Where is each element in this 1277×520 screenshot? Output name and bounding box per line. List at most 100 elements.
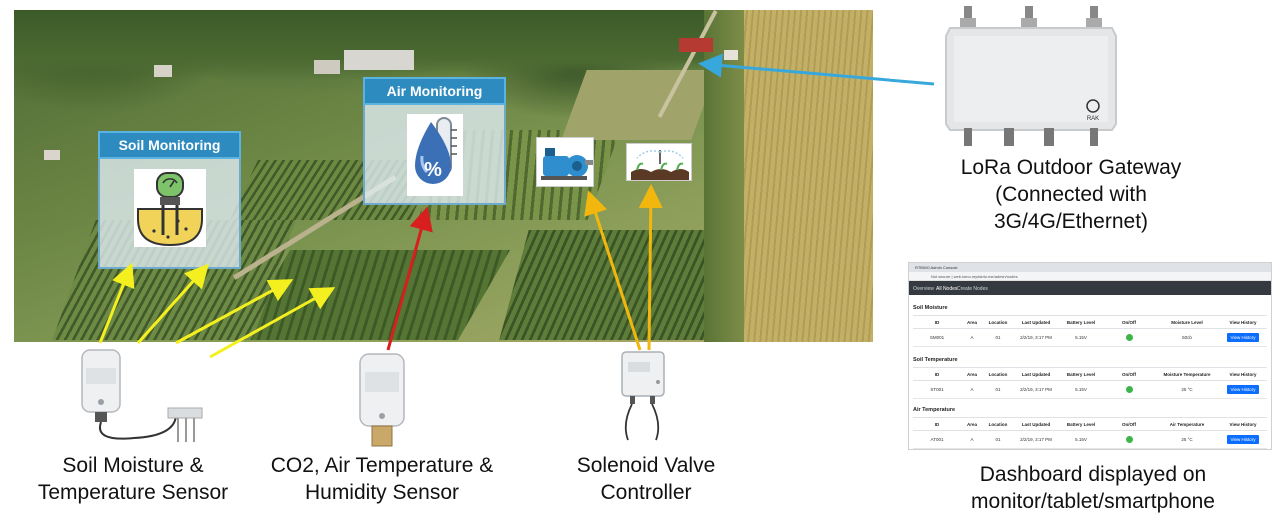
col-header: On/Off <box>1103 417 1155 431</box>
cell: 01 <box>983 328 1013 347</box>
browser-tab-bar: RTB000 Admin Console <box>909 263 1271 272</box>
dashboard-caption: Dashboard displayed on monitor/tablet/sm… <box>948 461 1238 515</box>
solenoid-controller-device-icon <box>612 348 672 446</box>
table-header-row: ID Area Location Last Updated Battery Le… <box>913 417 1267 431</box>
soil-sensor-caption: Soil Moisture & Temperature Sensor <box>20 452 246 506</box>
co2-sensor-caption-line-2: Humidity Sensor <box>304 481 460 504</box>
view-history-button[interactable]: View History <box>1226 333 1260 342</box>
aerial-farm-photo: Soil Monitoring Air Monitoring <box>14 10 873 342</box>
col-header: Area <box>961 367 983 381</box>
dashboard-caption-line-2: monitor/tablet/smartphone <box>971 490 1215 513</box>
browser-tab: RTB000 Admin Console <box>915 265 958 270</box>
cell: SM001 <box>913 328 961 347</box>
cell: 50cb <box>1155 328 1219 347</box>
gateway-caption-line-2: (Connected with <box>995 183 1147 206</box>
col-header: Location <box>983 417 1013 431</box>
data-table: ID Area Location Last Updated Battery Le… <box>913 315 1267 347</box>
lora-gateway-device-icon: RAK <box>940 6 1120 152</box>
browser-url: Not secure | web.iomo.mydsbto.me/admin/n… <box>931 274 1018 279</box>
on-indicator-icon[interactable] <box>1125 334 1133 341</box>
view-history-button[interactable]: View History <box>1226 435 1260 444</box>
cell: 01 <box>983 380 1013 399</box>
cell: A <box>961 380 983 399</box>
col-header: View History <box>1219 315 1267 329</box>
nav-all-nodes: All Nodes <box>936 286 958 292</box>
svg-text:RAK: RAK <box>1087 116 1099 122</box>
section-title: Soil Moisture <box>913 305 948 311</box>
cell: A <box>961 328 983 347</box>
co2-sensor-caption: CO2, Air Temperature & Humidity Sensor <box>252 452 512 506</box>
co2-sensor-device-icon <box>352 352 412 448</box>
col-header: Last Updated <box>1013 417 1059 431</box>
cell: 5.15V <box>1059 430 1103 449</box>
data-table: ID Area Location Last Updated Battery Le… <box>913 367 1267 399</box>
cell: 2/2/19, 3:17 PM <box>1013 380 1059 399</box>
solenoid-caption-line-2: Controller <box>600 481 692 504</box>
solenoid-caption: Solenoid Valve Controller <box>556 452 736 506</box>
col-header: Moisture Temperature <box>1155 367 1219 381</box>
nav-overview: Overview <box>913 286 934 292</box>
soil-sensor-device-icon <box>64 346 204 448</box>
table-row: ST001 A 01 2/2/19, 3:17 PM 5.15V 25 °C V… <box>913 380 1267 399</box>
col-header: On/Off <box>1103 315 1155 329</box>
data-table: ID Area Location Last Updated Battery Le… <box>913 417 1267 449</box>
cell: 5.15V <box>1059 328 1103 347</box>
gateway-caption-line-3: 3G/4G/Ethernet) <box>993 210 1149 233</box>
cell: 01 <box>983 430 1013 449</box>
col-header: Location <box>983 315 1013 329</box>
col-header: Battery Level <box>1059 315 1103 329</box>
section-title: Soil Temperature <box>913 357 958 363</box>
col-header: On/Off <box>1103 367 1155 381</box>
soil-sensor-caption-line-1: Soil Moisture & <box>62 454 204 477</box>
gateway-caption: LoRa Outdoor Gateway (Connected with 3G/… <box>940 154 1202 235</box>
col-header: View History <box>1219 417 1267 431</box>
col-header: Location <box>983 367 1013 381</box>
air-monitoring-card: Air Monitoring % <box>363 77 506 205</box>
dashboard-nav: Overview All Nodes Create Nodes <box>909 281 1271 295</box>
col-header: Last Updated <box>1013 367 1059 381</box>
water-pump-icon <box>536 137 594 187</box>
nav-create-nodes: Create Nodes <box>957 286 988 292</box>
view-history-button[interactable]: View History <box>1226 385 1260 394</box>
col-header: Last Updated <box>1013 315 1059 329</box>
col-header: Air Temperature <box>1155 417 1219 431</box>
air-monitoring-title: Air Monitoring <box>363 77 506 105</box>
cell: 5.15V <box>1059 380 1103 399</box>
cell: 2/2/19, 3:17 PM <box>1013 328 1059 347</box>
dashboard-caption-line-1: Dashboard displayed on <box>979 463 1207 486</box>
on-indicator-icon[interactable] <box>1125 386 1133 393</box>
cell: 25 °C <box>1155 380 1219 399</box>
col-header: Moisture Level <box>1155 315 1219 329</box>
browser-address-bar: Not secure | web.iomo.mydsbto.me/admin/n… <box>909 272 1271 281</box>
co2-sensor-caption-line-1: CO2, Air Temperature & <box>270 454 494 477</box>
cell: ST001 <box>913 380 961 399</box>
cell: AT001 <box>913 430 961 449</box>
table-header-row: ID Area Location Last Updated Battery Le… <box>913 367 1267 381</box>
col-header: Area <box>961 315 983 329</box>
humidity-thermometer-icon: % <box>407 114 463 196</box>
soil-sensor-caption-line-2: Temperature Sensor <box>37 481 229 504</box>
table-row: AT001 A 01 2/2/19, 3:17 PM 5.15V 25 °C V… <box>913 430 1267 449</box>
col-header: ID <box>913 315 961 329</box>
col-header: Battery Level <box>1059 367 1103 381</box>
table-row: SM001 A 01 2/2/19, 3:17 PM 5.15V 50cb Vi… <box>913 328 1267 347</box>
solenoid-caption-line-1: Solenoid Valve <box>576 454 716 477</box>
cell: 25 °C <box>1155 430 1219 449</box>
soil-monitoring-title: Soil Monitoring <box>98 131 241 159</box>
section-title: Air Temperature <box>913 407 956 413</box>
col-header: Area <box>961 417 983 431</box>
cell: A <box>961 430 983 449</box>
cell: 2/2/19, 3:17 PM <box>1013 430 1059 449</box>
soil-moisture-probe-icon <box>134 169 206 247</box>
dashboard-screenshot: RTB000 Admin Console Not secure | web.io… <box>908 262 1272 450</box>
col-header: ID <box>913 367 961 381</box>
on-indicator-icon[interactable] <box>1125 436 1133 443</box>
col-header: ID <box>913 417 961 431</box>
svg-text:%: % <box>424 159 442 181</box>
col-header: Battery Level <box>1059 417 1103 431</box>
irrigation-sprinkler-icon <box>626 143 692 181</box>
soil-monitoring-card: Soil Monitoring <box>98 131 241 269</box>
col-header: View History <box>1219 367 1267 381</box>
table-header-row: ID Area Location Last Updated Battery Le… <box>913 315 1267 329</box>
gateway-caption-line-1: LoRa Outdoor Gateway <box>960 156 1182 179</box>
